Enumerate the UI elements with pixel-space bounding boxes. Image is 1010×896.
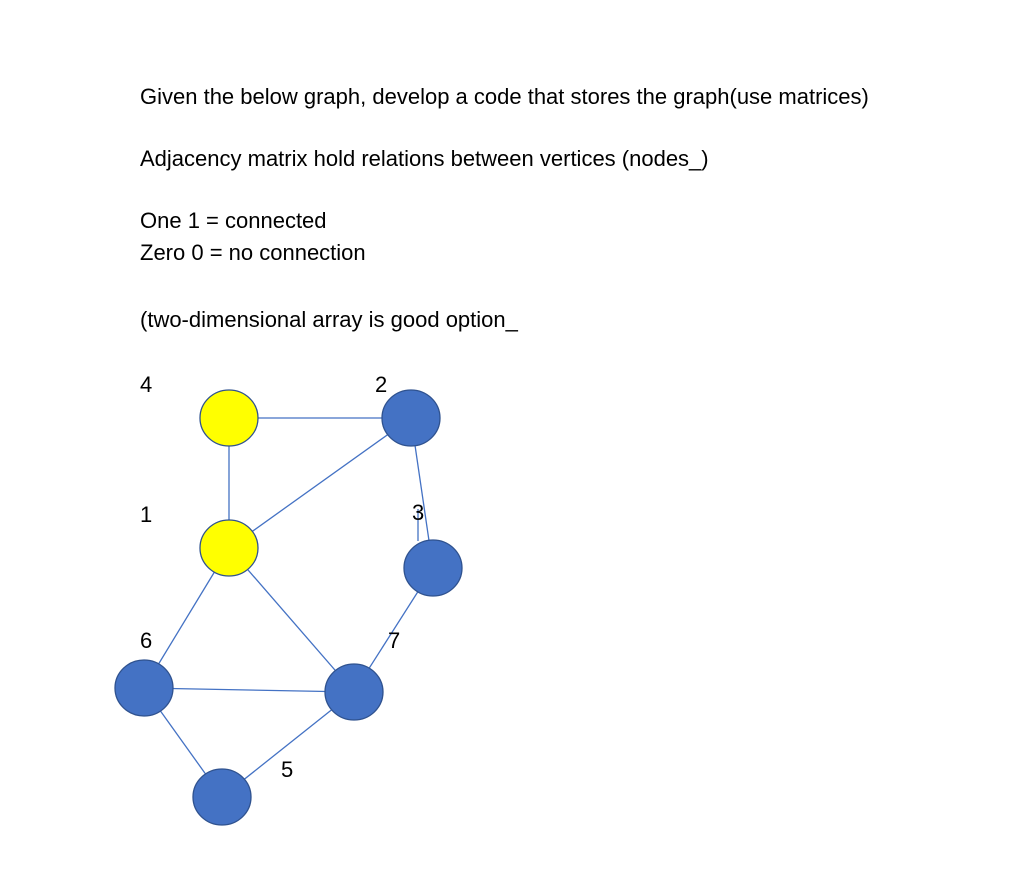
node-label-2: 2 — [375, 372, 388, 397]
edge-n1-n7 — [228, 547, 355, 693]
graph-nodes — [114, 389, 463, 826]
node-n5 — [192, 768, 252, 826]
node-n3 — [403, 539, 463, 597]
node-n2 — [381, 389, 441, 447]
node-n6 — [114, 659, 174, 717]
edge-n6-n7 — [143, 687, 355, 693]
instruction-line-3: One 1 = connected — [140, 208, 327, 233]
instruction-line-2: Adjacency matrix hold relations between … — [140, 146, 709, 171]
edge-n1-n2 — [228, 417, 412, 549]
node-label-5: 5 — [281, 757, 294, 782]
node-label-6: 6 — [140, 628, 153, 653]
node-n7 — [324, 663, 384, 721]
graph-edges — [143, 417, 434, 798]
instruction-line-1: Given the below graph, develop a code th… — [140, 84, 869, 109]
instruction-line-4: Zero 0 = no connection — [140, 240, 366, 265]
node-n4 — [199, 389, 259, 447]
node-n1 — [199, 519, 259, 577]
node-label-7: 7 — [388, 628, 401, 653]
instruction-line-5: (two-dimensional array is good option_ — [140, 307, 518, 332]
node-label-3: 3 — [412, 500, 425, 525]
node-label-4: 4 — [140, 372, 153, 397]
node-label-1: 1 — [140, 502, 153, 527]
